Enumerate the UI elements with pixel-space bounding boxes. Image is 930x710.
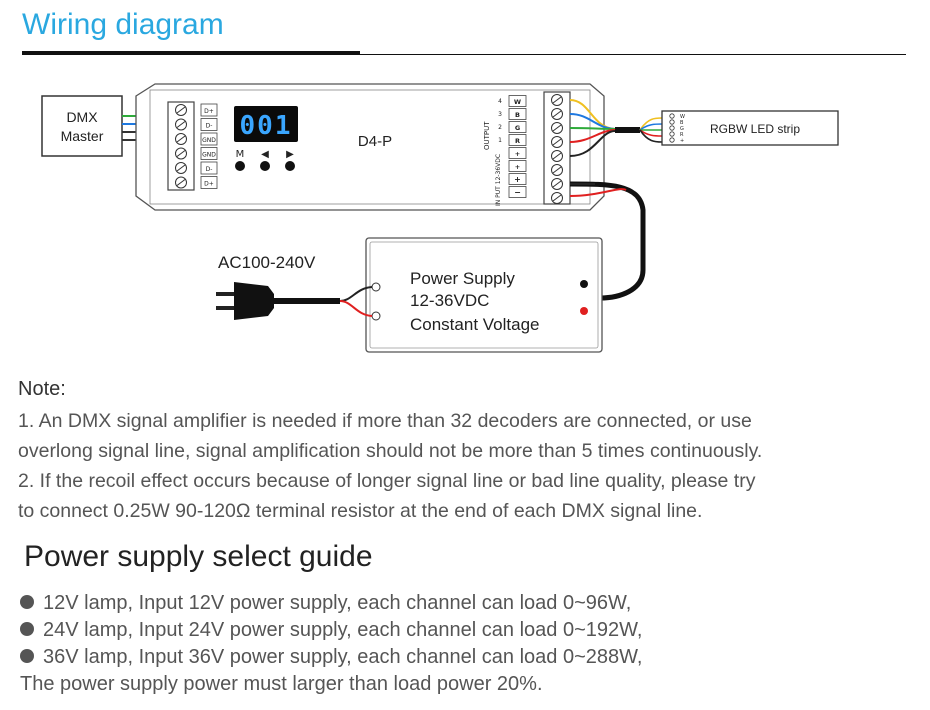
guide-item-text: 12V lamp, Input 12V power supply, each c… — [43, 592, 632, 614]
guide-item-text: 36V lamp, Input 36V power supply, each c… — [43, 646, 643, 668]
strip-pin-label: + — [680, 138, 684, 144]
strip-pin — [669, 125, 675, 131]
page-title: Wiring diagram — [22, 8, 224, 41]
psu-ac-terminal-1 — [371, 282, 381, 292]
power-in-label: IN PUT 12-36VDC — [495, 154, 502, 206]
psu-dc-plus — [580, 307, 588, 315]
decoder-name: D4-P — [358, 133, 392, 150]
title-underline — [22, 51, 360, 55]
output-terminal-label: + — [515, 163, 520, 171]
note-line-3: 2. If the recoil effect occurs because o… — [18, 470, 756, 492]
output-terminal-label: B — [515, 111, 520, 119]
input-terminal-block — [167, 101, 195, 191]
dmx-master-label-1: DMX — [66, 109, 98, 125]
strip-label: RGBW LED strip — [710, 122, 800, 136]
display-digits: 001 — [240, 111, 293, 141]
decoder-housing: D4-P — [135, 83, 605, 211]
left-button-label: ◀ — [261, 149, 269, 160]
wiring-diagram: DMX Master D4-P D+ D- GND GND D- D+ 001 M ◀ ▶… — [41, 83, 839, 353]
input-terminal-label: D+ — [204, 108, 214, 115]
output-label: OUTPUT — [483, 121, 491, 150]
guide-item-2: 24V lamp, Input 24V power supply, each c… — [20, 619, 642, 642]
psu-line-2: 12-36VDC — [410, 291, 489, 310]
output-wires — [569, 99, 663, 157]
input-terminal-labels: D+ D- GND GND D- D+ — [200, 103, 218, 189]
right-button-label: ▶ — [286, 149, 294, 160]
left-button[interactable] — [260, 161, 270, 171]
note-line-2: overlong signal line, signal amplificati… — [18, 440, 763, 462]
output-terminal-label: R — [515, 137, 520, 145]
strip-pin-label: B — [680, 120, 684, 126]
note-line-4: to connect 0.25W 90-120Ω terminal resist… — [18, 500, 703, 522]
psu-ac-terminal-2 — [371, 311, 381, 321]
dmx-master-box: DMX Master — [41, 95, 123, 157]
guide-footer: The power supply power must larger than … — [20, 673, 543, 695]
power-supply-box: Power Supply 12-36VDC Constant Voltage — [365, 237, 603, 353]
dmx-master-label-2: Master — [61, 128, 104, 144]
guide-item-1: 12V lamp, Input 12V power supply, each c… — [20, 592, 631, 615]
output-terminal-label: G — [515, 124, 520, 132]
guide-item-3: 36V lamp, Input 36V power supply, each c… — [20, 646, 642, 669]
mode-button-label: M — [236, 149, 245, 160]
ac-input-label: AC100-240V — [218, 253, 316, 272]
strip-pin — [669, 119, 675, 125]
wire-common-plus — [569, 130, 616, 157]
input-terminal-label: D+ — [204, 181, 214, 188]
output-terminal-label: W — [514, 98, 521, 106]
power-terminal-label: + — [514, 175, 521, 184]
power-terminal-label: − — [514, 188, 521, 197]
output-terminal-block — [543, 91, 571, 205]
bullet-icon — [20, 595, 34, 609]
strip-pin-label: G — [680, 126, 684, 132]
strip-pin — [669, 113, 675, 119]
title-rule — [360, 54, 906, 55]
output-channel-number: 3 — [498, 111, 502, 118]
note-line-1: 1. An DMX signal amplifier is needed if … — [18, 410, 752, 432]
control-buttons: M ◀ ▶ — [235, 149, 295, 171]
strip-pin-label: W — [680, 114, 685, 120]
output-channel-number: 1 — [498, 137, 502, 144]
bullet-icon — [20, 622, 34, 636]
segment-display: 001 — [234, 106, 298, 142]
input-terminal-label: D- — [206, 166, 213, 173]
guide-item-text: 24V lamp, Input 24V power supply, each c… — [43, 619, 643, 641]
output-channel-number: 4 — [498, 98, 502, 105]
wire-green-channel — [569, 127, 616, 130]
ac-plug: AC100-240V — [216, 253, 373, 320]
right-button[interactable] — [285, 161, 295, 171]
input-terminal-label: GND — [202, 137, 216, 144]
bullet-icon — [20, 649, 34, 663]
wire-red-channel — [569, 129, 616, 143]
psu-dc-minus — [580, 280, 588, 288]
strip-pin — [669, 137, 675, 143]
input-terminal-label: GND — [202, 152, 216, 159]
psu-line-3: Constant Voltage — [410, 315, 539, 334]
strip-pin — [669, 131, 675, 137]
mode-button[interactable] — [235, 161, 245, 171]
guide-heading: Power supply select guide — [24, 540, 373, 573]
input-terminal-label: D- — [206, 123, 213, 130]
note-heading: Note: — [18, 378, 66, 400]
output-channel-number: 2 — [498, 124, 502, 131]
strip-pin-label: R — [680, 132, 684, 138]
psu-line-1: Power Supply — [410, 269, 515, 288]
output-terminal-label: + — [515, 150, 520, 158]
